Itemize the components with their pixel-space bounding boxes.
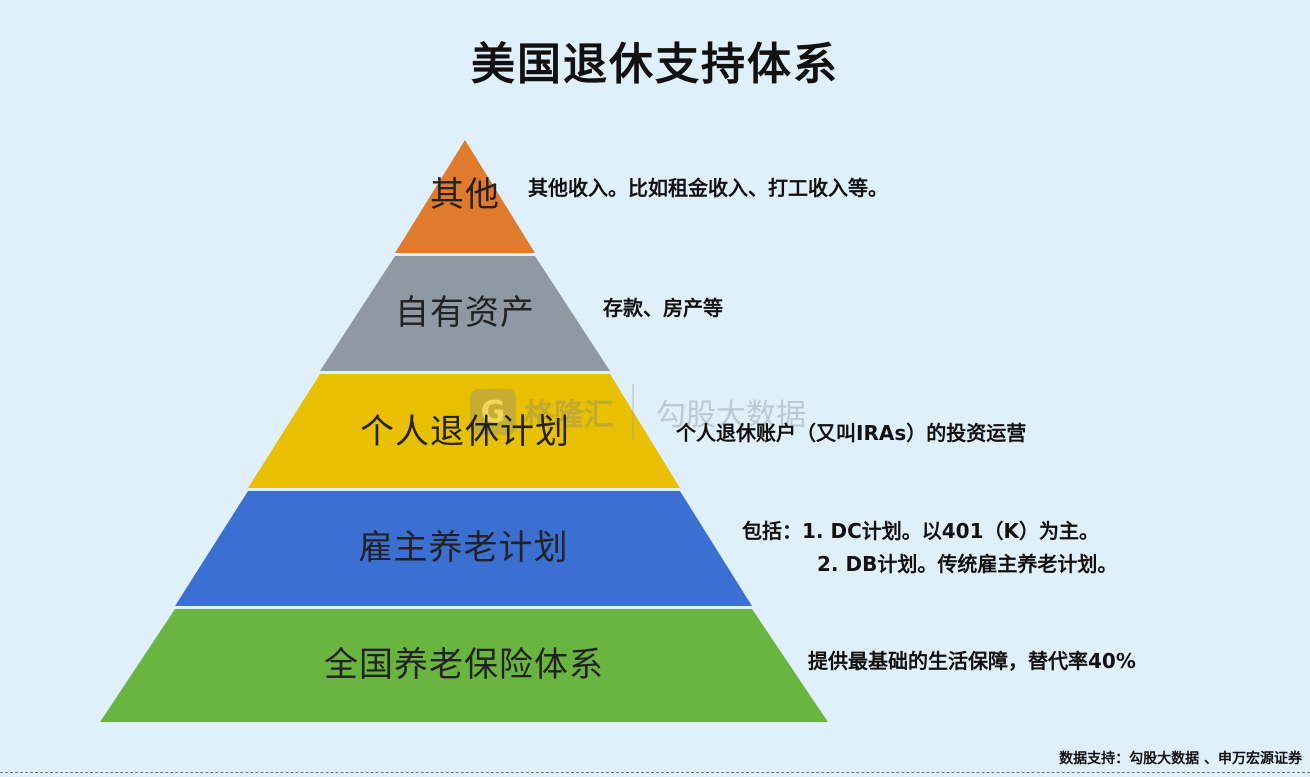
tier-description-personal-plan: 个人退休账户（又叫IRAs）的投资运营 xyxy=(676,421,1027,445)
tier-description-own-assets: 存款、房产等 xyxy=(603,296,723,320)
brand-logo-icon: G xyxy=(470,389,516,435)
watermark-brand: 格隆汇 xyxy=(524,398,614,433)
tier-label-own-assets: 自有资产 xyxy=(395,293,535,333)
tier-employer-plan xyxy=(175,491,752,606)
tier-national-insurance xyxy=(100,609,828,722)
tier-description-employer-plan-line1: 包括：1. DC计划。以401（K）为主。 xyxy=(742,519,1100,543)
tier-other xyxy=(395,140,535,253)
watermark-brand2: 勾股大数据 xyxy=(656,398,806,433)
tier-label-other: 其他 xyxy=(430,175,500,215)
tier-description-national-insurance: 提供最基础的生活保障，替代率40% xyxy=(808,649,1136,673)
tier-personal-plan xyxy=(248,374,680,488)
page-title: 美国退休支持体系 xyxy=(471,39,839,90)
tier-description-employer-plan-line2: 2. DB计划。传统雇主养老计划。 xyxy=(817,552,1118,576)
tier-label-personal-plan: 个人退休计划 xyxy=(360,412,570,452)
data-credit: 数据支持：勾股大数据 、申万宏源证券 xyxy=(1059,751,1302,767)
tier-own-assets xyxy=(320,256,610,371)
tier-label-national-insurance: 全国养老保险体系 xyxy=(324,645,604,685)
watermark-divider xyxy=(632,384,634,440)
tier-label-employer-plan: 雇主养老计划 xyxy=(358,528,569,568)
tier-description-other: 其他收入。比如租金收入、打工收入等。 xyxy=(528,176,888,200)
watermark: G 格隆汇 勾股大数据 xyxy=(470,382,806,442)
footer-divider xyxy=(0,772,1310,773)
